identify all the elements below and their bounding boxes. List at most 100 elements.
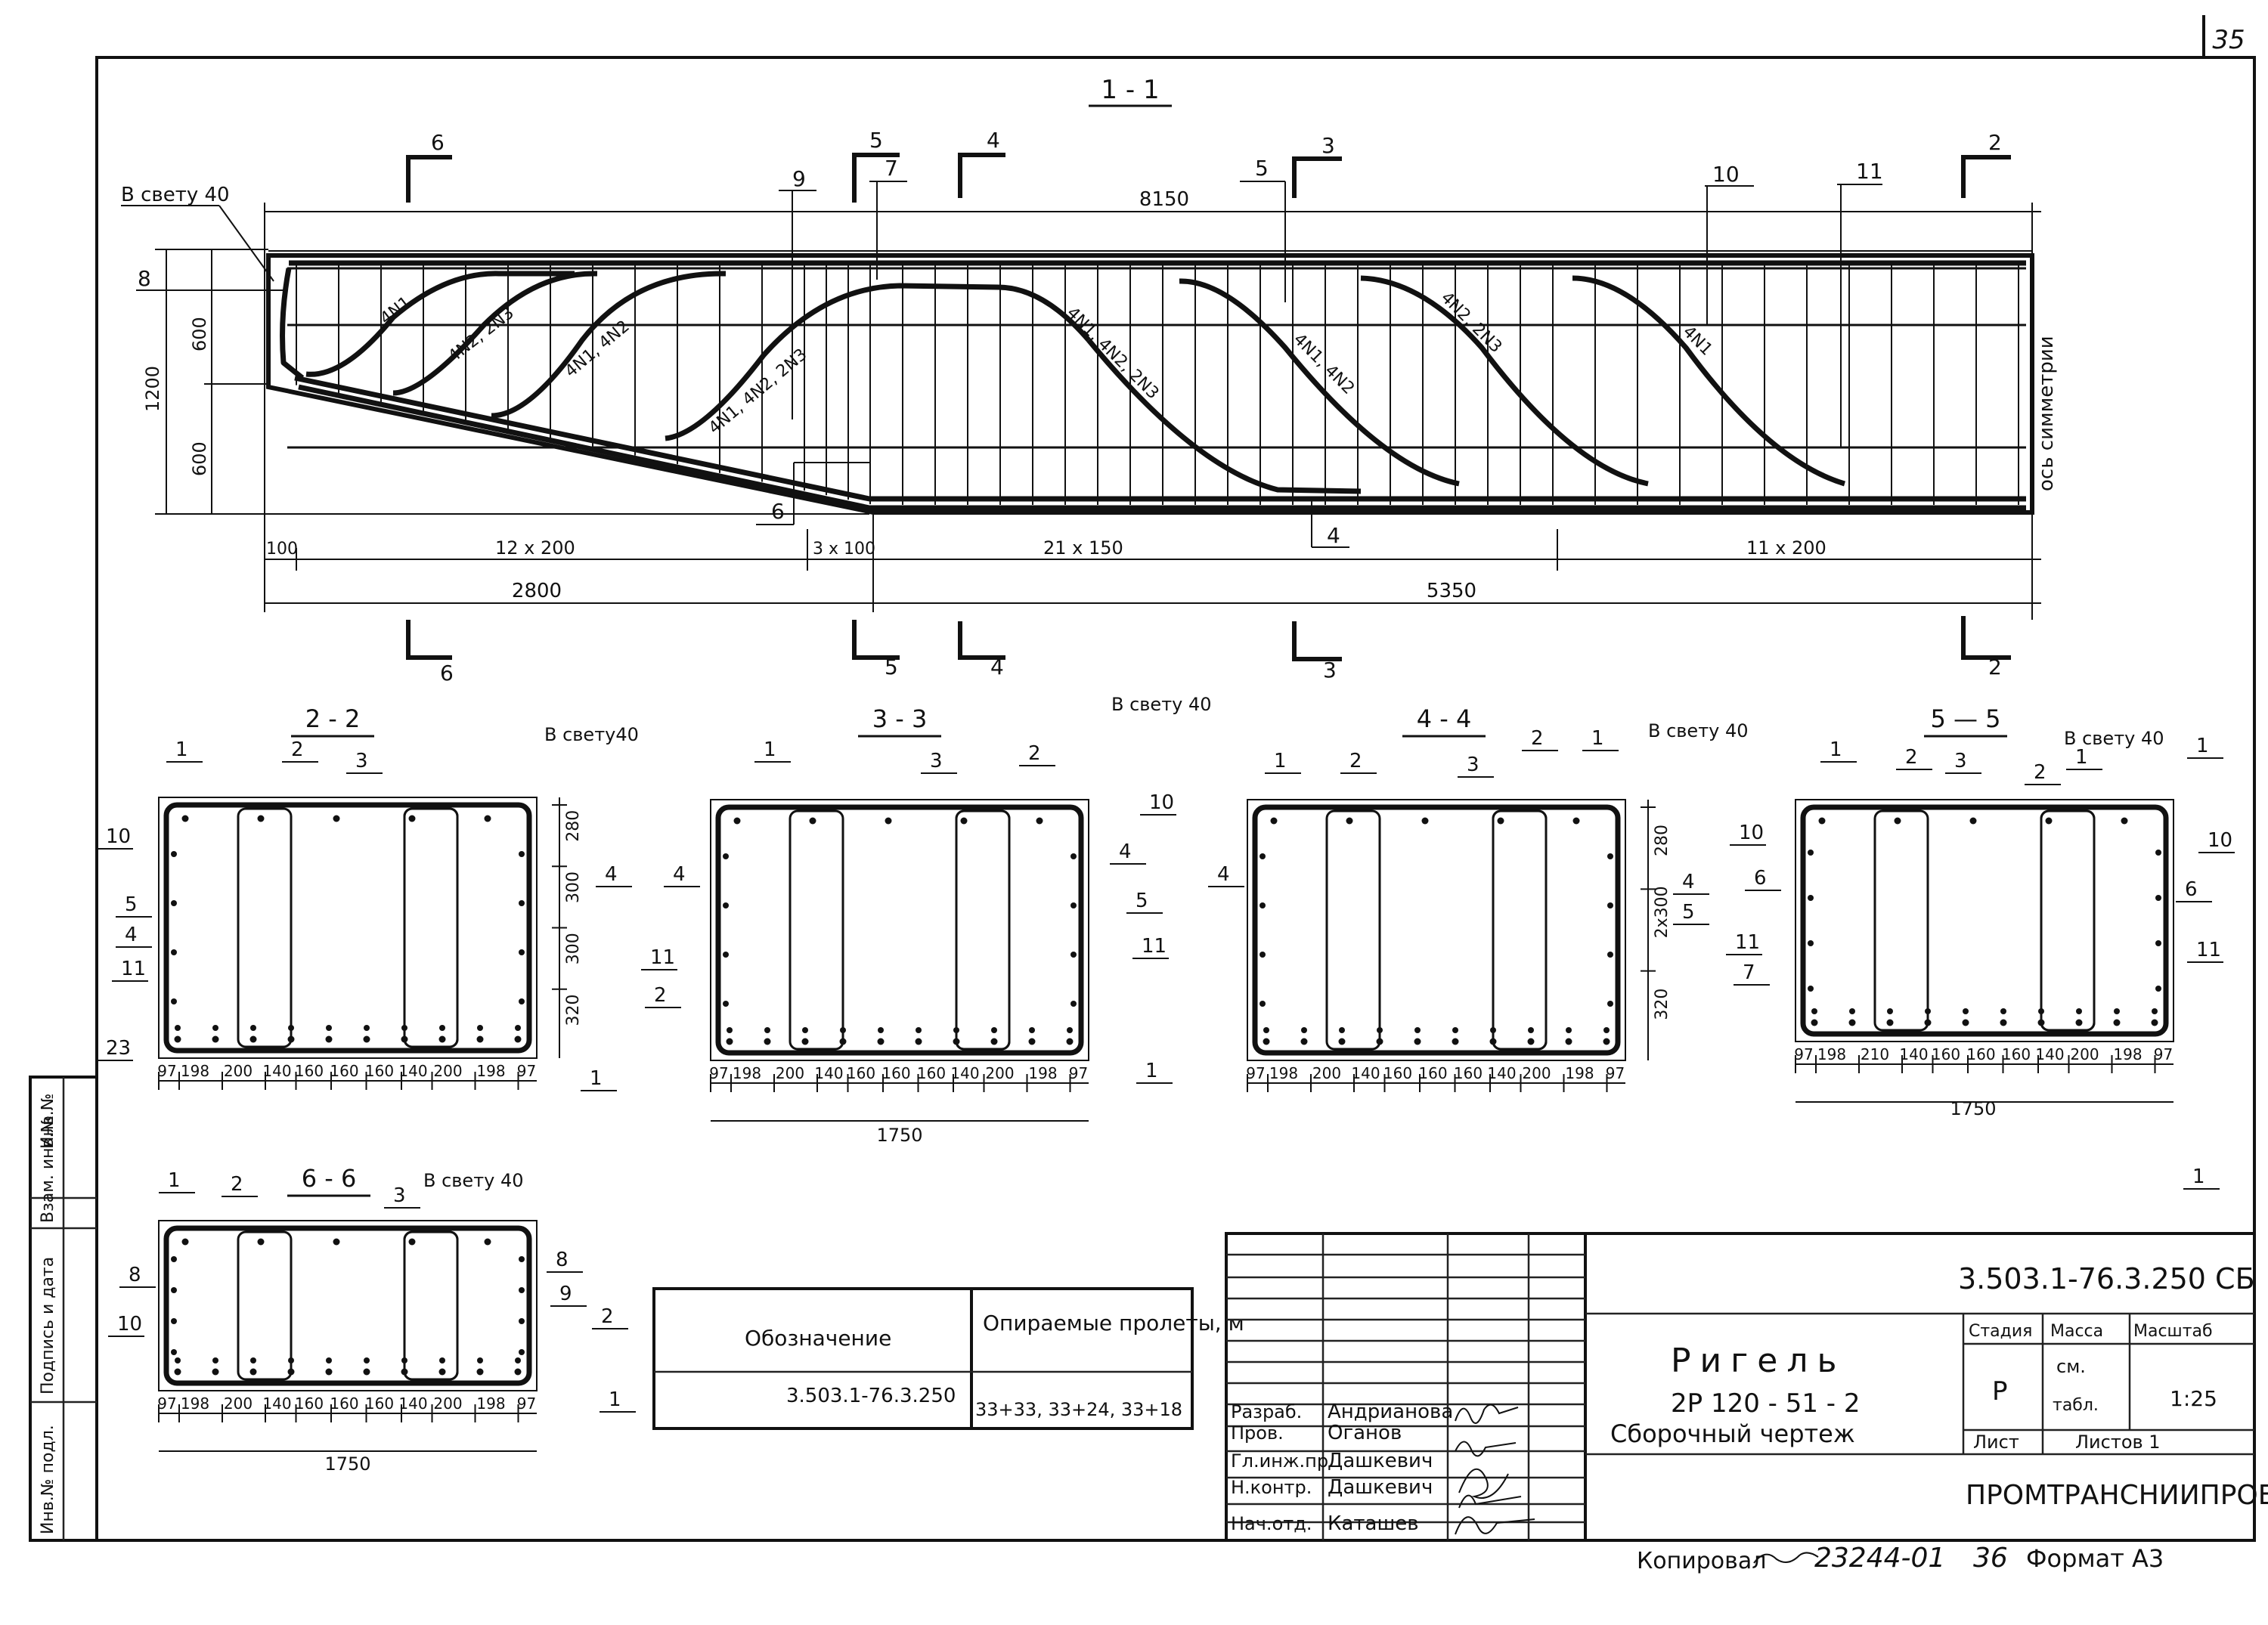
bent-bars <box>305 271 1846 494</box>
section-hdim: 200 <box>1312 1064 1341 1082</box>
section-callout: 11 <box>1735 931 1760 954</box>
tb-role: Н.контр. <box>1231 1477 1312 1498</box>
section-callout: 11 <box>650 946 675 969</box>
section-vdim: 300 <box>564 871 583 903</box>
section-title: 4 - 4 <box>1417 704 1472 733</box>
callout-6: 6 <box>771 499 785 524</box>
section-callout: 11 <box>2196 939 2221 961</box>
section-hdim: 140 <box>1899 1045 1928 1063</box>
section-hdim: 160 <box>2002 1045 2031 1063</box>
section-hdim: 140 <box>262 1062 291 1080</box>
tb-person: Андрианова <box>1328 1401 1453 1423</box>
side-stamp-replace: Взам. инв.№ <box>39 1116 57 1223</box>
section-hdim: 160 <box>295 1062 324 1080</box>
callout-9: 9 <box>792 166 806 191</box>
section-callout: 1 <box>2192 1165 2205 1188</box>
bar-label-3: 4N1, 4N2 <box>562 317 634 381</box>
copy-sheet: 36 <box>1973 1543 2008 1574</box>
section-mark-3-bottom: 3 <box>1323 658 1337 682</box>
section-hdim: 198 <box>733 1064 761 1082</box>
section-hdim: 97 <box>1606 1064 1625 1082</box>
section-width: 1750 <box>876 1125 922 1146</box>
bar-labels: 4N1 4N2, 2N3 4N1, 4N2 4N1, 4N2, 2N3 4N1,… <box>376 289 1716 438</box>
section-callout: 6 <box>1754 867 1767 890</box>
spec-row-code: 3.503.1-76.3.250 <box>786 1385 956 1407</box>
section-callout: 1 <box>2075 746 2088 769</box>
section-hdim: 97 <box>1246 1064 1265 1082</box>
section-mark-5-bottom: 5 <box>885 655 898 679</box>
section-callout: 2 <box>1531 727 1544 750</box>
clear-gap-label: В свету 40 <box>423 1170 524 1191</box>
beam-outline <box>266 253 2034 515</box>
section-callout: 11 <box>1142 935 1167 958</box>
section-title: 5 — 5 <box>1930 704 2000 733</box>
dim-12x200: 12 x 200 <box>495 537 575 559</box>
section-callout: 4 <box>1217 863 1230 886</box>
spec-row-value: 33+33, 33+24, 33+18 <box>975 1399 1182 1420</box>
section-hdim: 198 <box>1269 1064 1298 1082</box>
section-callout: 23 <box>106 1037 131 1060</box>
section-hdim: 160 <box>1383 1064 1412 1082</box>
clear-gap-label: В свету 40 <box>2064 728 2164 749</box>
section-hdim: 140 <box>950 1064 979 1082</box>
tb-role: Разраб. <box>1231 1401 1302 1422</box>
side-stamp: Инв.№ подл. Подпись и дата Взам. инв.№ И… <box>29 1076 98 1542</box>
section-mark-4-top: 4 <box>987 128 1000 153</box>
section-callout: 3 <box>393 1184 406 1207</box>
section-callout: 1 <box>1591 727 1604 750</box>
section-mark-6-top: 6 <box>431 130 445 155</box>
callout-7: 7 <box>885 156 898 181</box>
section-callout: 1 <box>175 738 188 761</box>
mass-value-2: табл. <box>2053 1396 2099 1415</box>
dim-3x100: 3 x 100 <box>813 540 875 559</box>
scale-value: 1:25 <box>2170 1386 2217 1411</box>
dim-h-bottom: 600 <box>189 441 210 476</box>
section-hdim: 160 <box>1418 1064 1447 1082</box>
section-hdim: 198 <box>1817 1045 1846 1063</box>
side-stamp-inv: Инв.№ подл. <box>39 1425 57 1534</box>
section-callout: 7 <box>1743 961 1755 984</box>
dim-100: 100 <box>266 540 298 559</box>
section-callout: 2 <box>291 738 304 761</box>
section-marks-bottom: 6 5 4 3 2 <box>406 616 2011 686</box>
section-hdim: 160 <box>881 1064 910 1082</box>
section-mark-3-top: 3 <box>1321 133 1335 158</box>
bar-label-1: 4N1 <box>376 293 414 329</box>
section-callout: 11 <box>121 958 146 980</box>
section-hdim: 140 <box>814 1064 843 1082</box>
section-hdim: 198 <box>1028 1064 1057 1082</box>
section-mark-6-bottom: 6 <box>440 661 454 686</box>
section-hdim: 140 <box>398 1394 427 1413</box>
section-callout: 2 <box>1905 746 1918 769</box>
section-width: 1750 <box>324 1453 370 1475</box>
spec-col-spans: Опираемые пролеты, м <box>983 1311 1244 1336</box>
sheet-header: Лист <box>1973 1432 2019 1453</box>
tb-role: Пров. <box>1231 1422 1284 1444</box>
dim-h-total: 1200 <box>142 366 163 412</box>
sheet-format: Формат А3 <box>2026 1544 2164 1573</box>
section-hdim: 200 <box>224 1394 253 1413</box>
clear-gap-label: В свету 40 <box>1648 720 1749 741</box>
callout-10: 10 <box>1712 162 1740 187</box>
section-callout: 10 <box>106 825 131 848</box>
product-name: Ригель <box>1671 1342 1845 1380</box>
section-hdim: 97 <box>517 1394 536 1413</box>
section-mark-5-top: 5 <box>869 128 883 153</box>
dim-total-length: 8150 <box>1139 188 1189 211</box>
section-callout: 1 <box>1274 750 1287 772</box>
section-callout: 3 <box>355 750 368 772</box>
section-hdim: 160 <box>1454 1064 1483 1082</box>
side-stamp-sign: Подпись и дата <box>39 1257 57 1394</box>
section-hdim: 198 <box>476 1062 505 1080</box>
section-hdim: 97 <box>1069 1064 1088 1082</box>
title-block: Разраб.АндриановаПров.ОгановГл.инж.пр.Да… <box>1225 1232 2268 1542</box>
tb-person: Дашкевич <box>1328 1476 1433 1499</box>
copied-by: Копировал <box>1637 1548 1766 1574</box>
main-view: 1 - 1 4N1 4N2, 2N3 4N <box>121 75 2058 686</box>
section-hdim: 198 <box>2113 1045 2142 1063</box>
section-mark-4-bottom: 4 <box>990 655 1004 679</box>
tb-person: Оганов <box>1328 1422 1402 1444</box>
